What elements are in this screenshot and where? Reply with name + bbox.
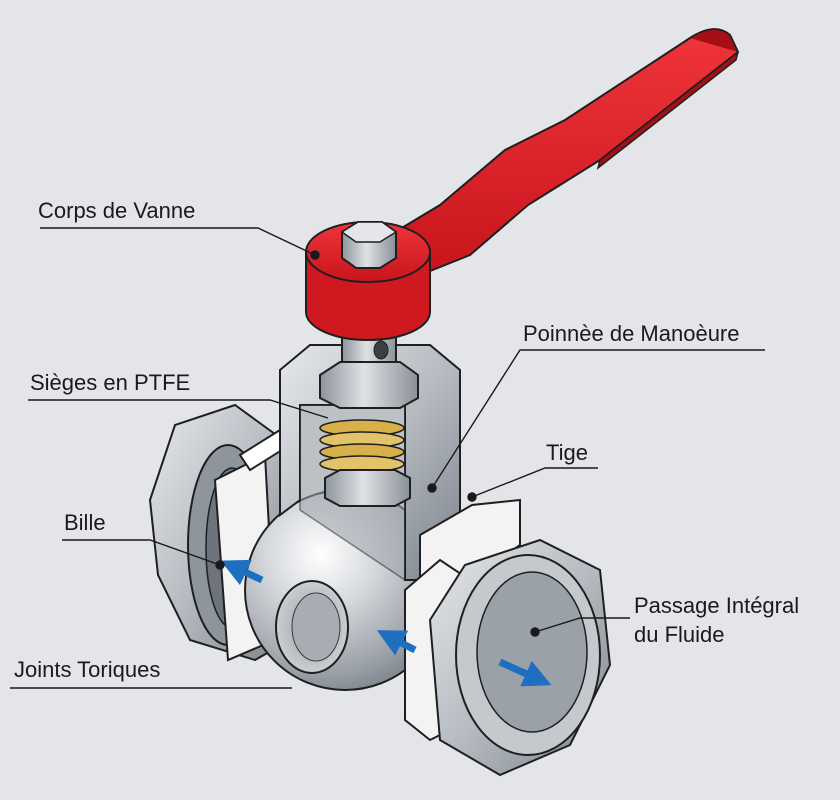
label-passage-integral: Passage Intégral — [634, 593, 800, 618]
label-corps-de-vanne: Corps de Vanne — [38, 198, 196, 223]
leader-corps — [40, 227, 316, 256]
leader-passage — [534, 617, 630, 633]
label-joints-toriques: Joints Toriques — [14, 657, 161, 682]
flow-arrow-right — [498, 658, 552, 687]
flow-arrow-center — [376, 630, 417, 656]
flow-arrow-left — [220, 559, 264, 586]
leader-lines — [10, 227, 765, 689]
flow-arrows — [220, 559, 552, 687]
leader-tige — [471, 467, 598, 498]
label-tige: Tige — [546, 440, 588, 465]
leader-sieges — [28, 399, 329, 419]
label-bille: Bille — [64, 510, 106, 535]
leader-poignee — [431, 349, 765, 489]
right-end-nut — [428, 538, 612, 777]
label-sieges-ptfe: Sièges en PTFE — [30, 370, 191, 395]
leader-bille — [62, 539, 221, 566]
lever-handle — [305, 28, 740, 341]
label-du-fluide: du Fluide — [634, 622, 725, 647]
label-poignee-de-manoeuvre: Poinnèe de Manoèure — [523, 321, 740, 346]
